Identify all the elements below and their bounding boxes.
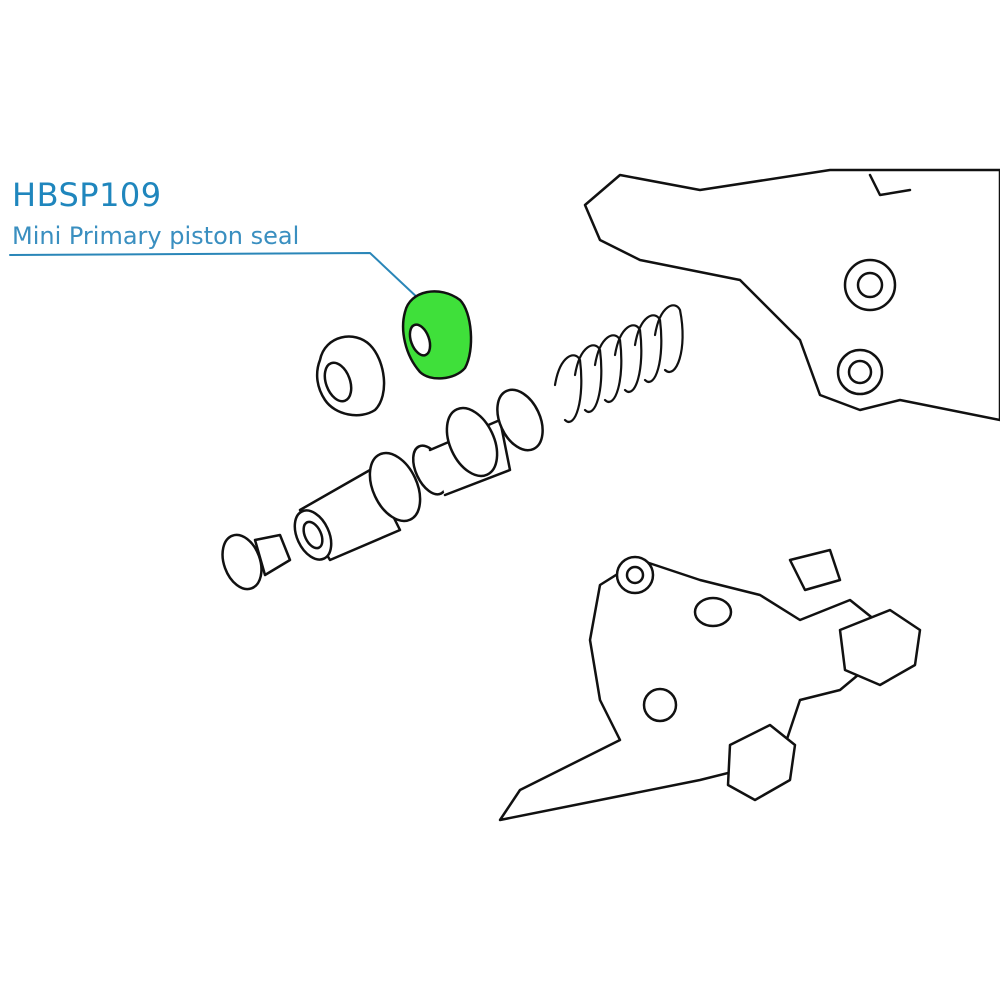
spring — [553, 304, 684, 423]
bleed-screw — [221, 533, 292, 591]
piston — [293, 388, 544, 562]
brake-lever-assembly — [498, 548, 922, 822]
part-code: HBSP109 — [12, 176, 162, 214]
master-cylinder-body — [583, 168, 1000, 422]
leader-line — [9, 252, 421, 301]
cup-seal — [315, 335, 386, 417]
highlighted-piston-seal — [401, 290, 473, 380]
part-name: Mini Primary piston seal — [12, 222, 300, 250]
